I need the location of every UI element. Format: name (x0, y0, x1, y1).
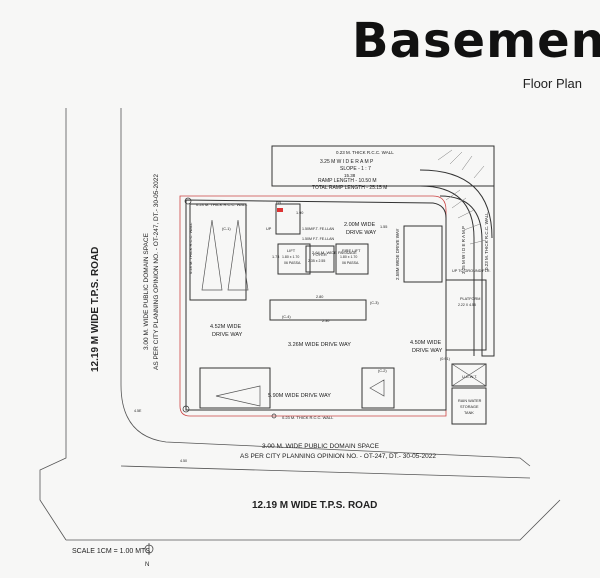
public-space-left-1: 3.00 M. WIDE PUBLIC DOMAIN SPACE (143, 232, 150, 350)
road-edge-inner (120, 108, 531, 467)
ugwt-box (451, 363, 487, 387)
site-boundary (179, 195, 447, 417)
ugwt-label: U.G.W.T. (462, 375, 477, 379)
passage-label: 2.64 M. WIDE PASSAGE (312, 250, 357, 255)
platform-label: PLATFORM (460, 297, 480, 301)
road-edge-bottom (120, 465, 531, 479)
drive-590: 5.90M WIDE DRIVE WAY (268, 393, 331, 399)
public-space-bottom-2: AS PER CITY PLANNING OPINION NO. - OT-24… (240, 453, 436, 460)
ramp-slope: SLOPE - 1 : 7 (340, 166, 371, 172)
interior-wall-left: 0.23 M. THICK R.C.C. WALL (188, 222, 193, 274)
north-label: N (145, 562, 149, 568)
parking-left (189, 203, 247, 301)
foyer-box (305, 245, 335, 273)
ramp-curve (419, 169, 493, 239)
rain-tank-1: RAIN WATER (458, 399, 482, 403)
up-ground-label: UP TO GROUND FLR. (452, 269, 491, 273)
ramp-right-label: 3.25 M W I D E R A M P (461, 226, 466, 274)
dim-091: (0.91) (440, 357, 451, 361)
interior-wall-bottom: 0.23 M. THICK R.C.C. WALL (282, 415, 334, 420)
parking-bottom-left (199, 367, 271, 409)
ramp-right-wall: 0.23 M. THICK R.C.C. WALL (484, 212, 489, 270)
parking-bottom-right (361, 367, 395, 409)
drive-2-way: DRIVE WAY (346, 230, 377, 236)
foyer-label: FOYER (313, 252, 327, 257)
fire-wall-label: 1.50M/F.T. FE.LLAN (302, 227, 335, 231)
peg-a: 4.5E (134, 409, 142, 413)
drive-452-way: DRIVE WAY (212, 332, 243, 338)
drive-450-wide: 4.50M WIDE (410, 340, 442, 346)
drive-326: 3.26M WIDE DRIVE WAY (288, 342, 351, 348)
dim-230: 2.30 (322, 319, 329, 323)
up-label: UP (266, 227, 272, 231)
ramp-right-outline (439, 146, 495, 357)
public-space-left-2: AS PER CITY PLANNING OPINION NO. - OT-24… (153, 174, 160, 370)
fire-lift-box (335, 243, 369, 275)
car-tag-1: (C-1) (222, 227, 231, 231)
lift-a-box (277, 243, 311, 275)
car-tag-3: (C-3) (370, 301, 379, 305)
ramp-length: RAMP LENGTH - 10.50 M (318, 178, 377, 184)
road-bottom-label: 12.19 M WIDE T.P.S. ROAD (252, 500, 377, 511)
drive-450-way: DRIVE WAY (412, 348, 443, 354)
stair-block (275, 203, 301, 235)
north-arrow (144, 543, 154, 555)
road-boundary-left (39, 108, 67, 541)
ramp-label: 3.25 M W I D E R A M P (320, 159, 374, 165)
dim-155: 1.55 (380, 225, 387, 229)
fire-wall-label-2: 1.50M F.T. FE.LLAN (302, 237, 335, 241)
drive-2-wide: 2.00M WIDE (344, 222, 376, 228)
rain-tank-box (451, 387, 487, 425)
fr-tag: FR (276, 201, 281, 205)
dim-178: 1.78 (272, 255, 279, 259)
dim-190: 1.90 (296, 211, 303, 215)
scale-label: SCALE 1CM = 1.00 MTS (72, 548, 150, 555)
drive-452-wide: 4.52M WIDE (210, 324, 242, 330)
fire-equipment-marker (277, 208, 283, 212)
lift-a-dim: 1.80 x 1.70 (282, 255, 299, 259)
road-boundary-bottom (66, 499, 561, 541)
ramp-total-length: TOTAL RAMP LENGTH - 25.15 M (312, 185, 387, 191)
road-left-label: 12.19 M WIDE T.P.S. ROAD (90, 247, 101, 372)
ramp-curve-inner (419, 185, 475, 356)
ramp-dim: 15.38 (344, 173, 356, 178)
ramp-wall-top: 0.23 M. THICK R.C.C. WALL (336, 150, 394, 155)
rain-tank-2: STORAGE (460, 405, 479, 409)
lift-a-label: LIFT (287, 248, 296, 253)
lobby-box (269, 299, 367, 321)
fire-lift-dim: 1.80 x 1.70 (340, 255, 357, 259)
drive-258: 2.58M WIDE DRIVE WAY (395, 228, 400, 280)
foyer-dim: 2.35 x 2.55 (308, 259, 325, 263)
fire-lift-sub: 06 PASSA. (342, 261, 359, 265)
lift-a-sub: 06 PASSA. (284, 261, 301, 265)
car-tag-4: (C-4) (282, 315, 291, 319)
platform-dim: 2.22 X 4.55 (458, 303, 476, 307)
dim-280: 2.80 (316, 295, 323, 299)
interior-wall-top: 0.23 M. THICK R.C.C. WALL (196, 202, 248, 207)
fire-lift-label: FIRE LIFT (342, 248, 361, 253)
public-space-bottom-1: 3.00 M. WIDE PUBLIC DOMAIN SPACE (262, 443, 380, 450)
rain-tank-3: TANK (464, 411, 474, 415)
peg-b: 4.50 (180, 459, 187, 463)
basement-outline (185, 199, 447, 411)
parking-right-top (403, 225, 443, 283)
platform-box (445, 279, 487, 351)
car-tag-2: (C-2) (378, 369, 387, 373)
page-title: Basement (352, 13, 600, 69)
page-subtitle: Floor Plan (522, 76, 582, 91)
